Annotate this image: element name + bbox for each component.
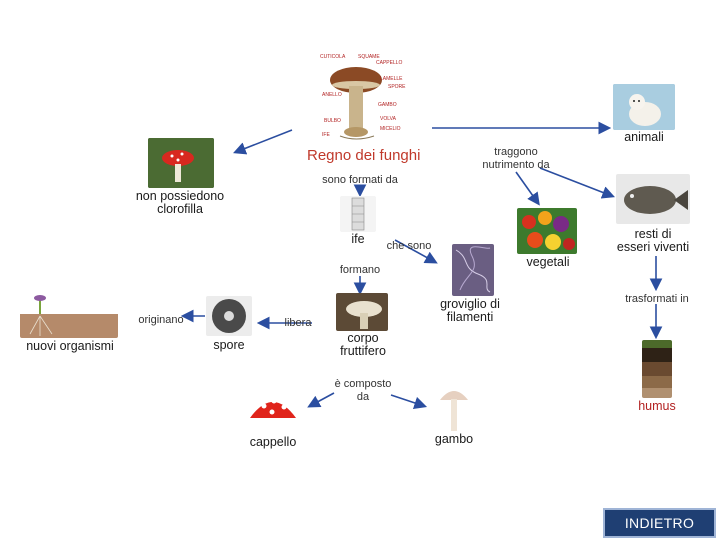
anatomy-label: BULBO (324, 118, 341, 124)
arrow-to-tangle (394, 239, 438, 264)
anatomy-label: SPORE (388, 84, 406, 90)
link-derive-nutrition: traggono nutrimento da (482, 146, 550, 171)
label-animals: animali (624, 130, 664, 144)
label-humus: humus (638, 399, 676, 413)
anatomy-label: CAPPELLO (376, 60, 403, 66)
link-is-composed: è composto da (334, 378, 392, 403)
link-form: formano (339, 264, 381, 276)
link-originate: originano (138, 314, 184, 326)
back-button[interactable]: INDIETRO (603, 508, 716, 538)
label-tangle: groviglio di filamenti (440, 297, 500, 324)
label-new-organisms: nuovi organismi (26, 339, 114, 353)
red-mushroom-photo (148, 138, 214, 188)
arrow-to-dead-remains (539, 167, 615, 199)
anatomy-label: MICELIO (380, 126, 401, 132)
label-dead-remains: resti di esseri viventi (616, 227, 690, 254)
label-vegetables: vegetali (526, 255, 570, 269)
label-stem: gambo (434, 432, 474, 446)
anatomy-label: GAMBO (378, 102, 397, 108)
vegetables-photo (517, 208, 577, 254)
spore-print-photo (206, 296, 252, 336)
arrow-to-stem (390, 394, 428, 410)
anatomy-label: IFE (322, 132, 330, 138)
label-cap: cappello (249, 435, 297, 449)
link-made-of: sono formati da (322, 174, 398, 186)
arrow-to-cap (307, 392, 335, 408)
link-releases: libera (284, 317, 312, 329)
anatomy-label: LAMELLE (380, 76, 403, 82)
label-fruiting-body: corpo fruttifero (340, 331, 386, 358)
stem-photo (436, 386, 472, 432)
anatomy-label: ANELLO (322, 92, 342, 98)
anatomy-label: CUTICOLA (320, 54, 346, 60)
mushroom-anatomy-illustration: CUTICOLA SQUAME CAPPELLO LAMELLE SPORE A… (318, 52, 410, 140)
diagram-title: Regno dei funghi (307, 147, 421, 164)
new-organisms-photo (20, 294, 118, 338)
link-which-are: che sono (386, 240, 432, 252)
link-transformed-into: trasformati in (625, 293, 689, 305)
hyphae-diagram (340, 196, 376, 232)
anatomy-label: VOLVA (380, 116, 396, 122)
fish-photo (616, 174, 690, 224)
label-hyphae: ife (351, 232, 365, 246)
label-spores: spore (213, 338, 245, 352)
filament-tangle-photo (452, 244, 494, 296)
fruiting-body-photo (336, 293, 388, 331)
arrow-to-non-chlorophyll (233, 129, 293, 155)
arrow-to-vegetables (515, 171, 540, 206)
anatomy-label: SQUAME (358, 54, 380, 60)
label-non-chlorophyll: non possiedono clorofilla (135, 189, 225, 216)
polar-bear-photo (613, 84, 675, 130)
soil-layers-photo (642, 340, 672, 398)
red-cap-photo (246, 392, 300, 424)
